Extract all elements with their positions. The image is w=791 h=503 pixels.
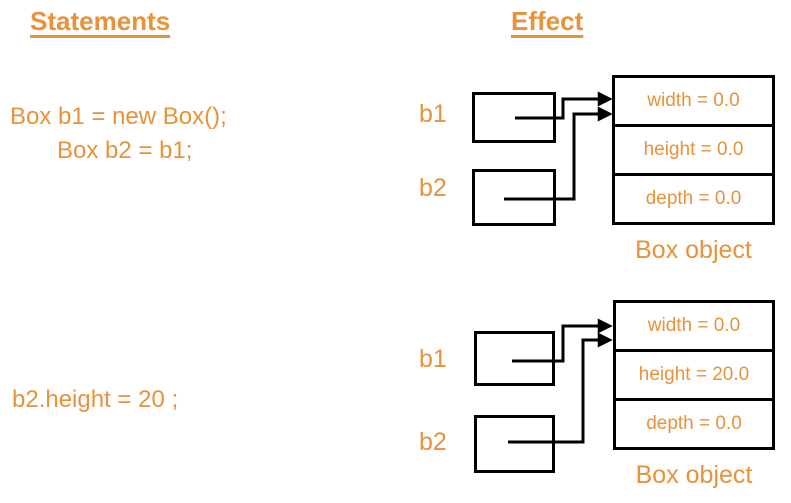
variable-cell-b2 [472,169,556,226]
field-row-depth: depth = 0.0 [645,188,742,209]
statement-line-1: Box b1 = new Box(); [10,103,227,130]
field-row-depth: depth = 0.0 [646,413,742,434]
field-row-width: width = 0.0 [615,78,772,127]
variable-label-b1: b1 [419,100,447,128]
statement-line-3: b2.height = 20 ; [12,386,179,413]
field-row-width: width = 0.0 [616,303,772,352]
variable-label-b2: b2 [419,174,447,202]
variable-cell-b1 [474,331,555,386]
statements-heading: Statements [30,6,171,36]
variable-cell-b1 [472,92,556,143]
variable-label-b1: b1 [419,345,447,373]
statement-line-2: Box b2 = b1; [57,137,193,164]
box-object-caption: Box object [635,236,752,264]
field-row-height: height = 0.0 [615,127,772,176]
field-row-height: height = 20.0 [616,352,772,401]
effect-heading: Effect [511,6,584,36]
box-object-table: width = 0.0 height = 0.0 depth = 0.0 [612,75,775,225]
box-object-caption: Box object [635,461,753,489]
variable-label-b2: b2 [419,428,447,456]
variable-cell-b2 [474,415,555,473]
box-object-table: width = 0.0 height = 20.0 depth = 0.0 [613,300,775,450]
